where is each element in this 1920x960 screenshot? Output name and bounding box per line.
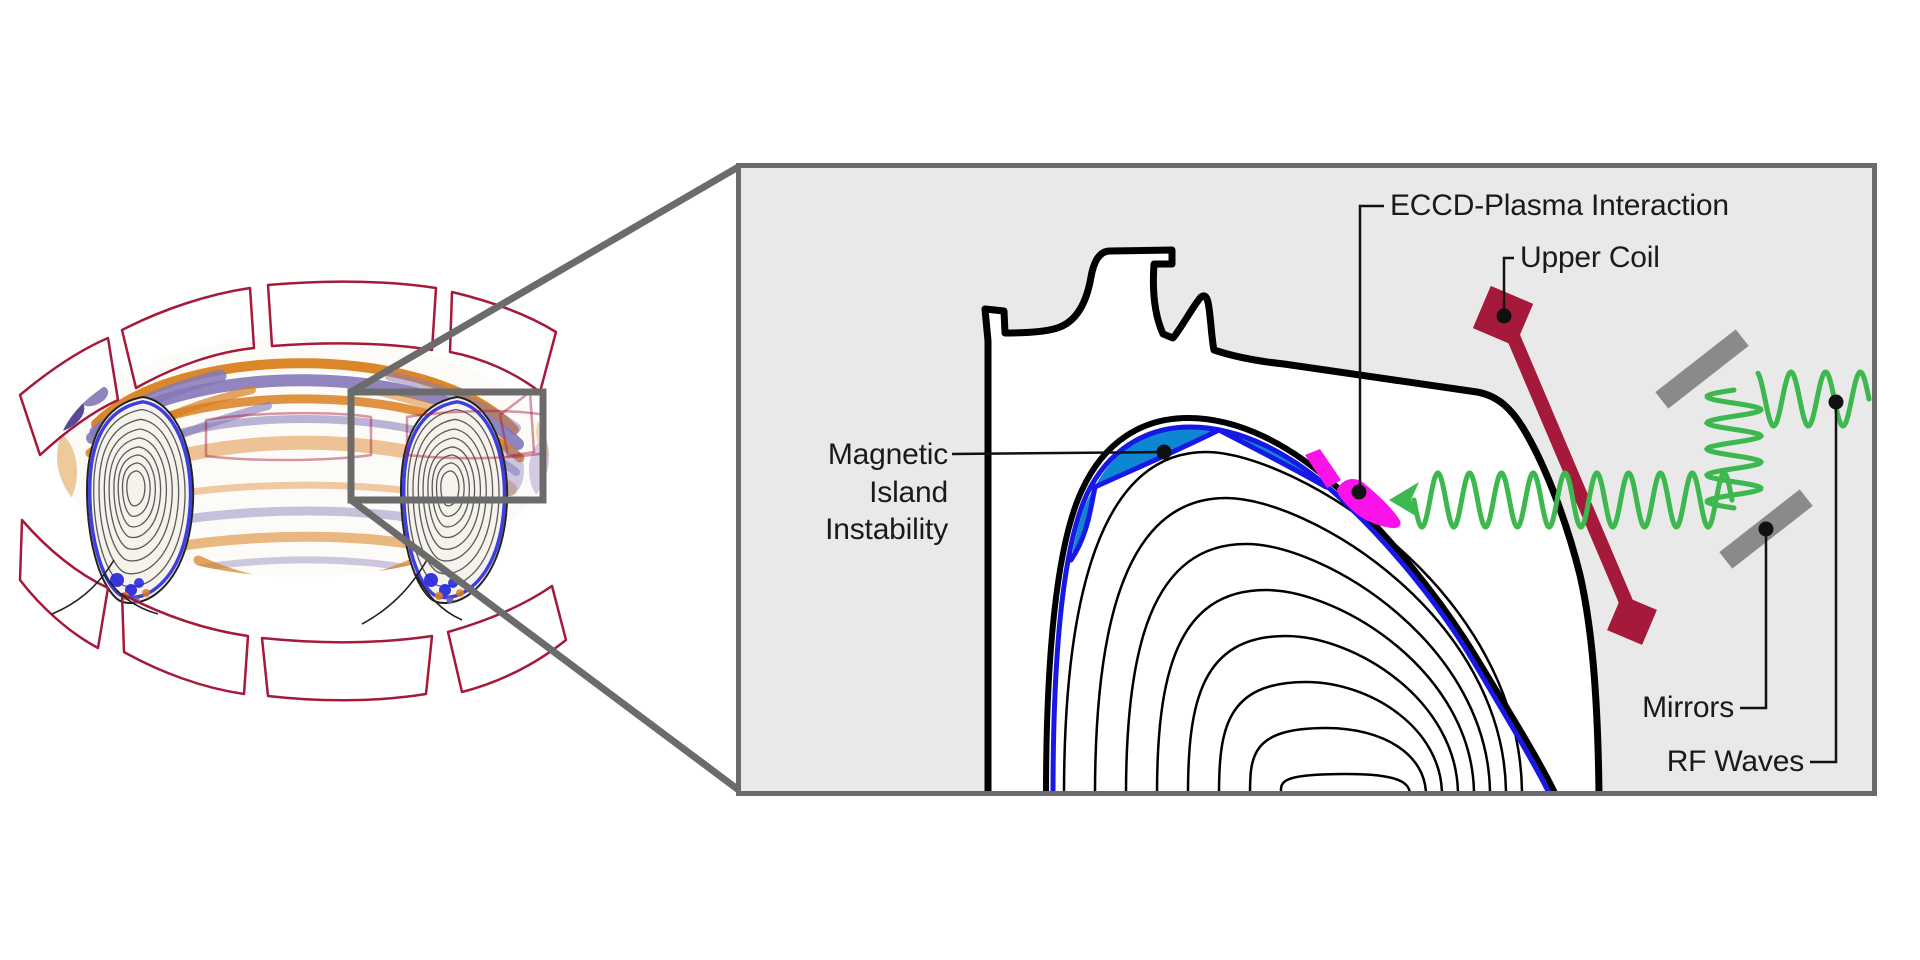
label-mirrors: Mirrors [1642, 691, 1734, 724]
leader-rf-waves [1810, 404, 1838, 764]
vessel-wall [981, 246, 1603, 791]
cs-xpoint-speckle [439, 584, 451, 596]
leader-eccd [1358, 204, 1384, 490]
label-magnetic-line1: Magnetic [827, 438, 948, 471]
cs-flux-ring [440, 470, 460, 507]
label-magnetic-line3: Instability [825, 513, 948, 546]
cs-flux-ring [435, 462, 465, 518]
cs-xpoint-speckle [424, 573, 438, 587]
island-separatrix-line [1050, 424, 1551, 791]
leader-magnetic [951, 450, 1165, 456]
dot-magnetic [1156, 444, 1172, 460]
xpoint-legs [51, 557, 463, 625]
rf-wave-top [1755, 369, 1872, 429]
cs-xpoint-speckle [125, 584, 137, 596]
flux-surface [1124, 542, 1492, 791]
cross-section-left [85, 395, 195, 604]
cs-flux-ring [422, 437, 481, 550]
cs-xpoint-speckle [435, 592, 443, 600]
flux-surfaces [1062, 450, 1524, 791]
cs-flux-ring [117, 454, 156, 528]
cs-flux-ring [431, 454, 470, 528]
wave-arrowhead [1389, 482, 1419, 518]
cs-flux-ring [108, 437, 167, 550]
rf-wave-vertical [1703, 387, 1765, 511]
label-upper-coil: Upper Coil [1520, 241, 1660, 274]
coil-bar [1500, 319, 1639, 619]
cs-edge-blue [401, 400, 507, 600]
mirror-top [1655, 329, 1749, 409]
cs-flux-ring [427, 446, 476, 539]
cs-xpoint-speckle [456, 589, 464, 597]
flux-surface [1186, 634, 1460, 791]
cs-flux-ring [417, 428, 487, 562]
cs-flux-ring [113, 446, 162, 539]
dot-eccd [1351, 484, 1367, 500]
dot-mirrors [1758, 521, 1774, 537]
torus-figure [18, 280, 568, 702]
flux-surface [1217, 680, 1443, 791]
flux-surface [1279, 772, 1411, 791]
separatrix [1043, 414, 1558, 791]
dot-rf-waves [1828, 394, 1844, 410]
cs-flux-ring [98, 418, 180, 575]
label-eccd-plasma-interaction: ECCD-Plasma Interaction [1390, 189, 1729, 222]
flux-surface [1155, 588, 1476, 791]
leader-upper-coil [1502, 256, 1514, 314]
annotation-leaders [951, 204, 1844, 764]
cs-edge-blue [87, 400, 193, 600]
flux-surface [1062, 450, 1524, 791]
zoom-connector-bottom [348, 497, 743, 794]
dot-upper-coil [1496, 308, 1512, 324]
cs-xpoint-speckle [142, 589, 150, 597]
cs-flux-ring [103, 428, 173, 562]
magnetic-island [1050, 424, 1551, 791]
label-magnetic-island-instability: Magnetic Island Instability [716, 436, 948, 549]
label-rf-waves: RF Waves [1666, 745, 1804, 778]
cs-flux-ring [121, 462, 151, 518]
label-magnetic-line2: Island [869, 475, 948, 509]
flux-surface [1093, 496, 1508, 791]
cs-xpoint-speckle [110, 573, 124, 587]
cs-xpoint-speckle [134, 578, 144, 588]
cs-flux-ring [126, 470, 146, 507]
rf-waves [1411, 369, 1872, 530]
flux-surface [1248, 726, 1427, 791]
rf-wave-bottom [1411, 470, 1735, 530]
leader-mirrors [1740, 532, 1768, 710]
coil-foot [1607, 595, 1657, 645]
zoom-connector-top [349, 162, 742, 396]
cs-xpoint-speckle [446, 596, 454, 604]
zoom-box [347, 388, 547, 504]
